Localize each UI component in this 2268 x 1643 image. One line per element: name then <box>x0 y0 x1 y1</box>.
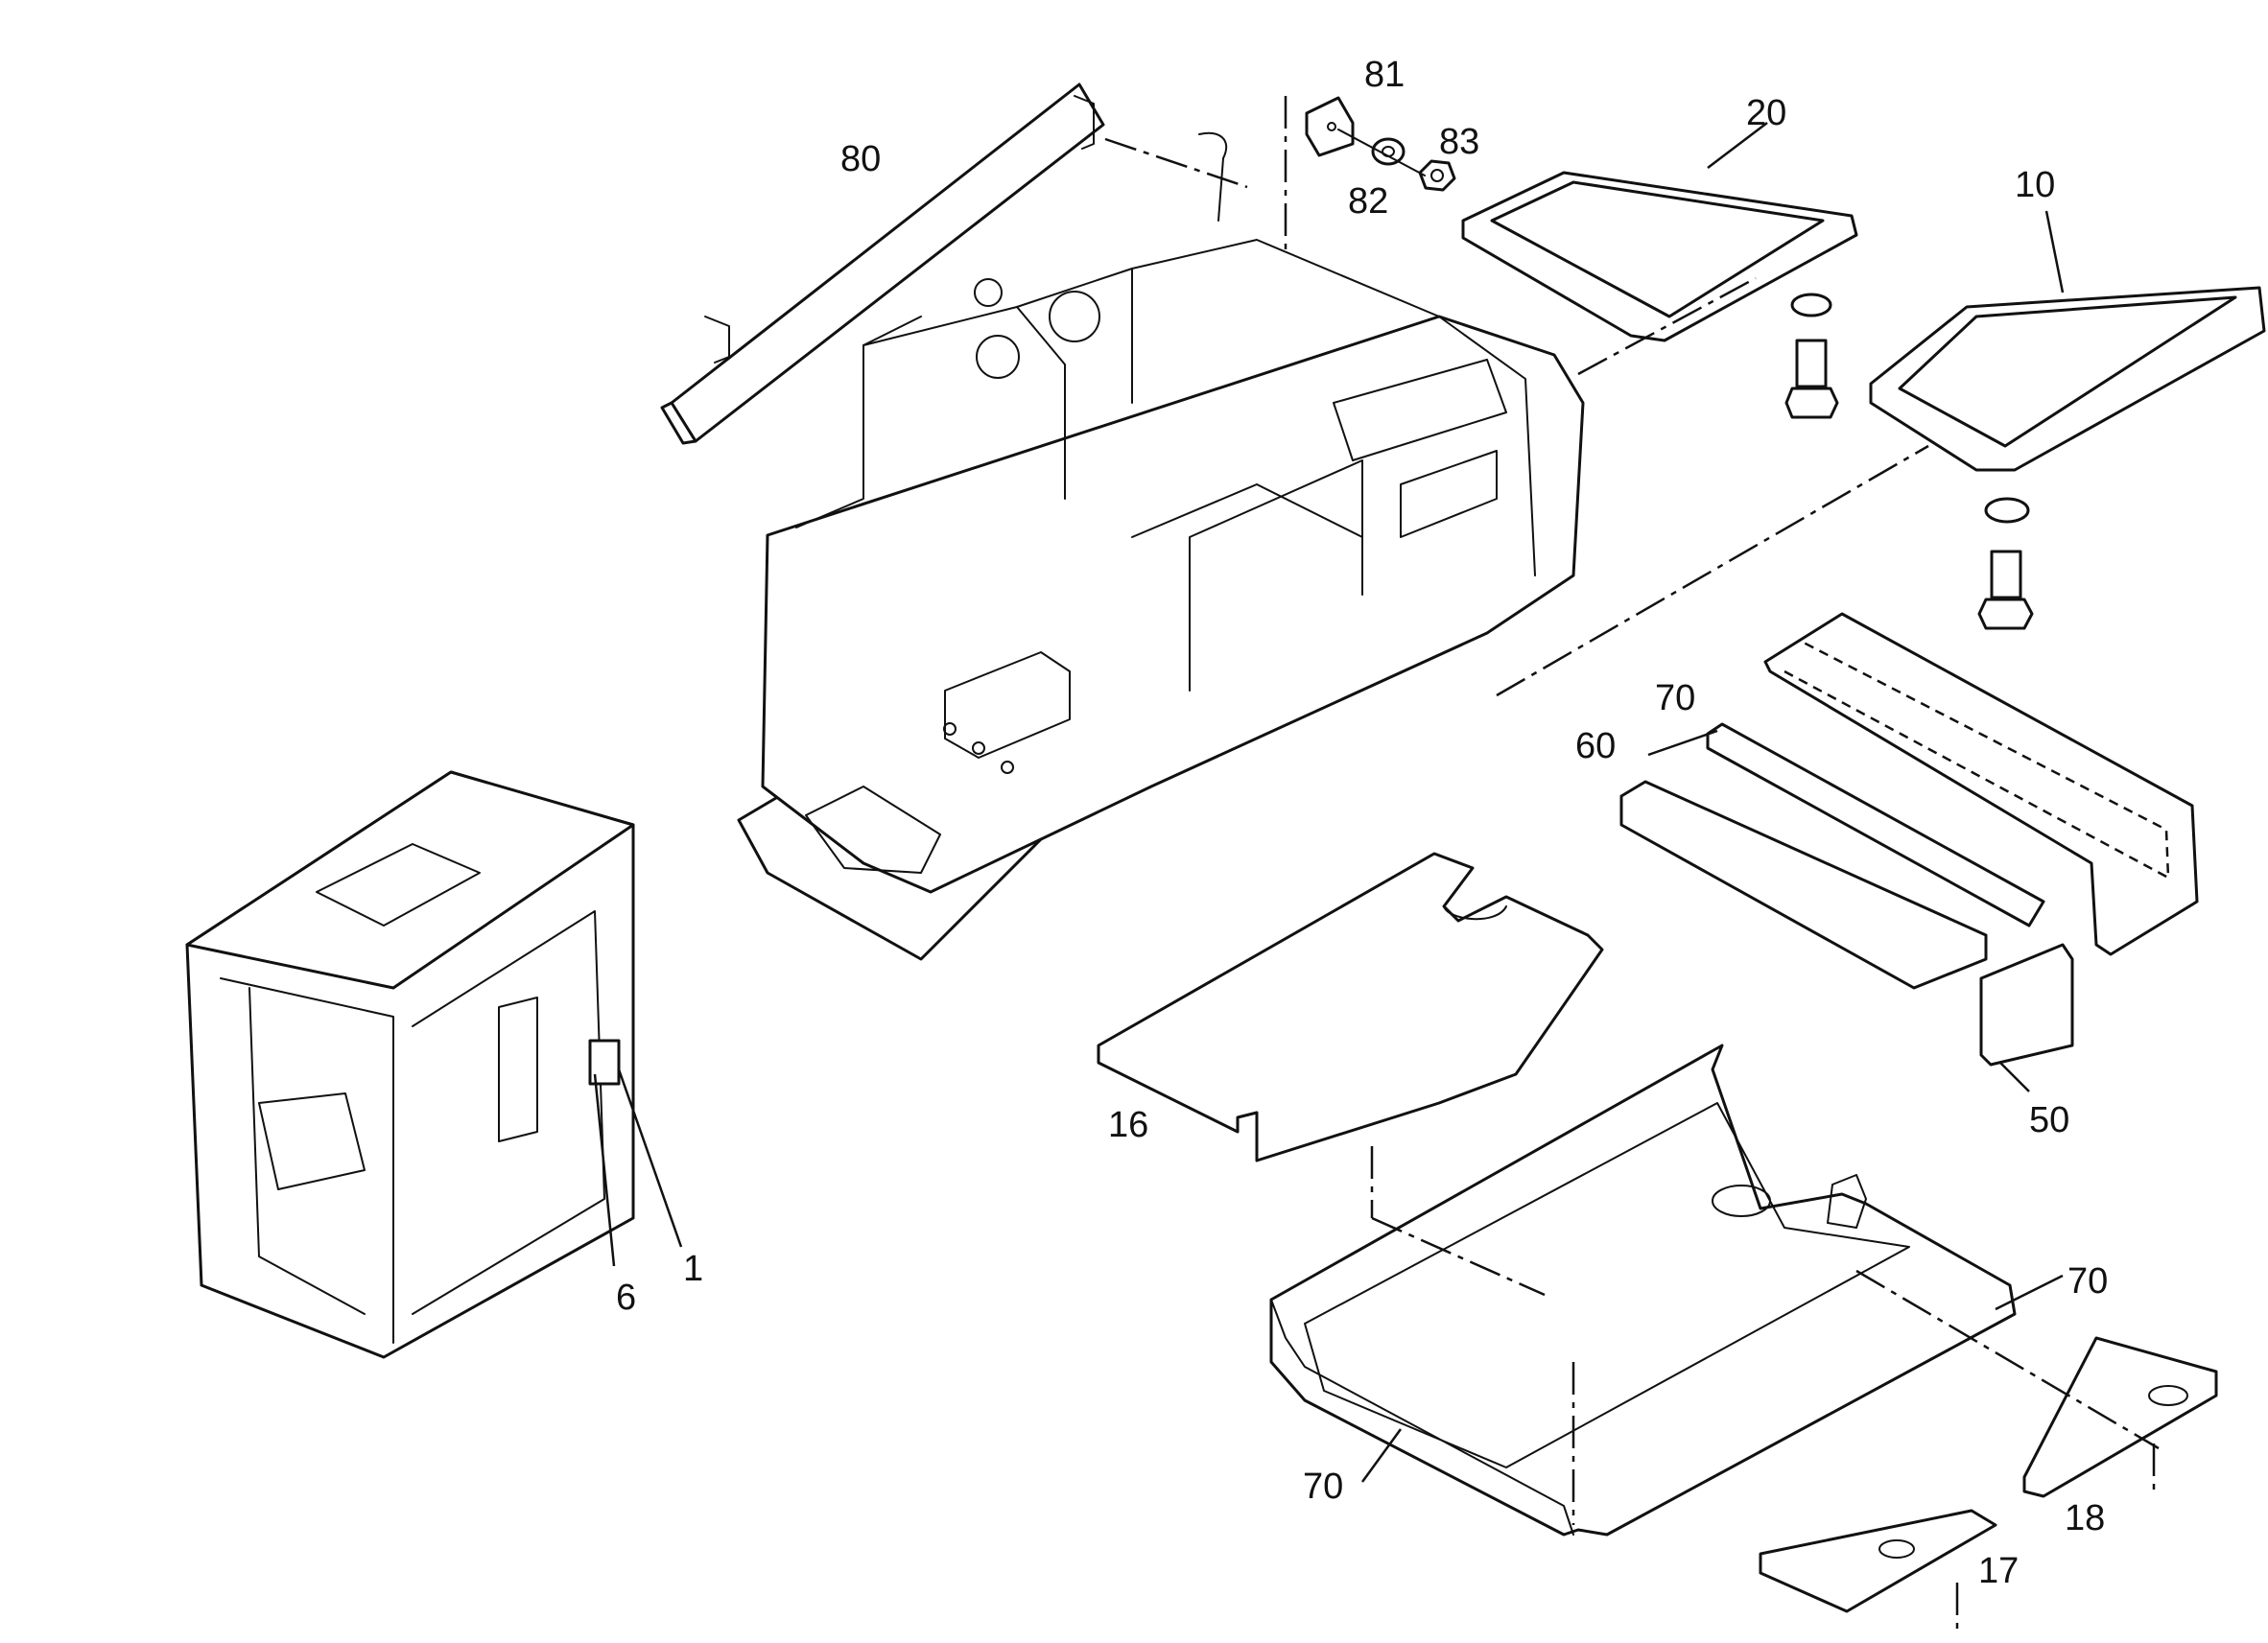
callout-83: 83 <box>1439 122 1479 162</box>
callout-6: 6 <box>616 1278 636 1318</box>
callout-70-top: 70 <box>1655 678 1695 718</box>
part-60-rubber-block <box>1619 780 1988 990</box>
part-70-seal-strip-top <box>1706 722 2045 927</box>
part-16-floor-mat <box>1097 852 1604 1162</box>
callout-18: 18 <box>2065 1498 2105 1538</box>
part-10-bolt <box>1977 497 2034 630</box>
callout-82: 82 <box>1348 181 1388 222</box>
callout-80: 80 <box>840 139 881 179</box>
callout-17: 17 <box>1978 1551 2019 1591</box>
part-18-triangle-bracket <box>2022 1336 2218 1498</box>
upper-frame-body <box>737 131 1585 961</box>
side-skirt-panel <box>1763 612 2199 956</box>
callout-20: 20 <box>1746 93 1786 133</box>
operator-cab <box>185 770 635 1359</box>
callout-16: 16 <box>1108 1105 1148 1145</box>
part-82-washer <box>1371 137 1406 166</box>
part-80-side-plate <box>660 82 1105 445</box>
callout-1: 1 <box>683 1249 703 1289</box>
leader-lines <box>593 729 2064 1483</box>
part-83-nut <box>1418 159 1456 192</box>
callout-50: 50 <box>2029 1100 2069 1140</box>
part-17-triangle-bracket <box>1759 1509 1997 1613</box>
callout-70-right: 70 <box>2067 1261 2108 1302</box>
callout-81: 81 <box>1364 55 1405 95</box>
part-20-bolt <box>1784 293 1839 419</box>
part-20-cover-plate <box>1461 122 1858 342</box>
callout-60: 60 <box>1575 726 1616 766</box>
assembly-centerlines <box>1104 96 2160 1631</box>
part-50-pad <box>1979 943 2074 1092</box>
callout-70-bottom: 70 <box>1303 1467 1343 1507</box>
part-81-bracket <box>1305 96 1355 157</box>
callout-10: 10 <box>2015 165 2055 205</box>
part-10-cover-plate <box>1869 210 2266 472</box>
